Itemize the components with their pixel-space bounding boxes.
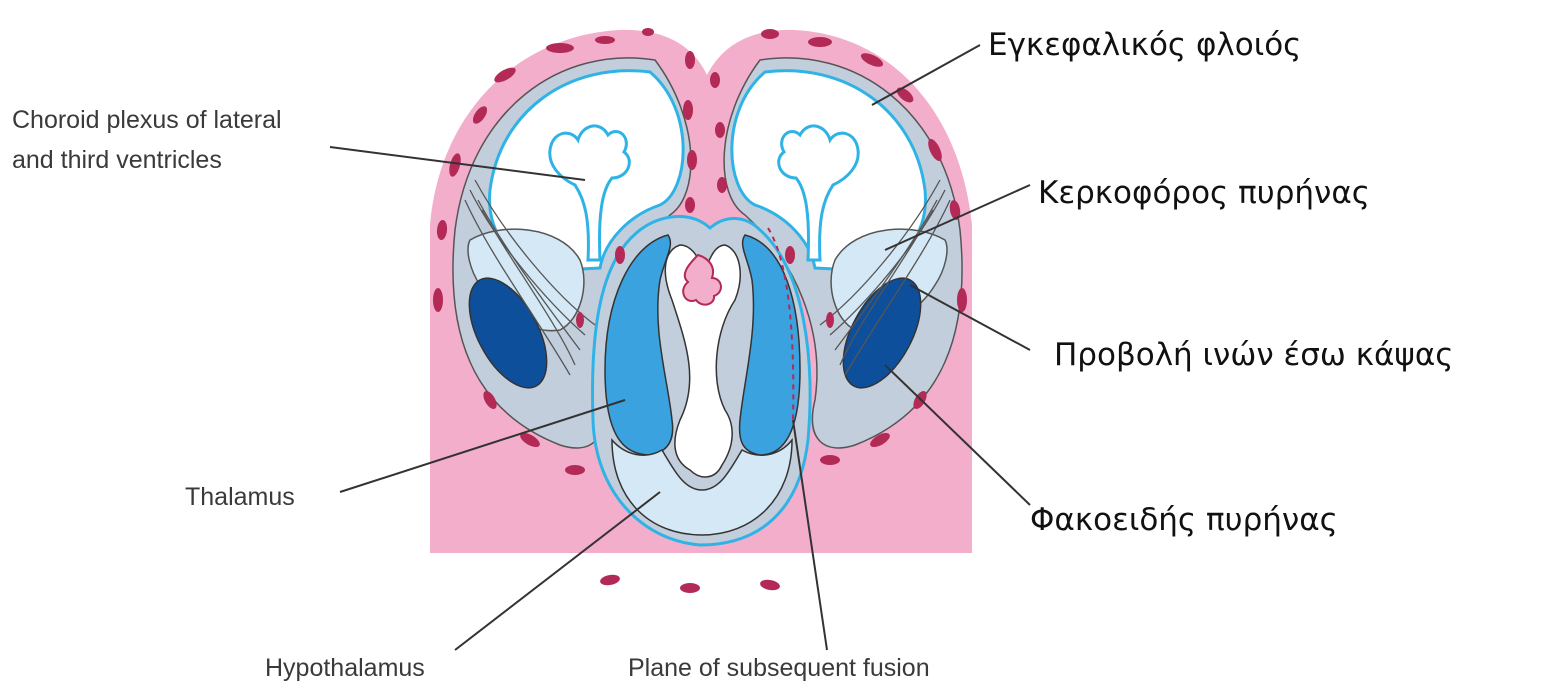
label-caudate-nucleus: Κερκοφόρος πυρήνας xyxy=(1038,175,1370,211)
label-cerebral-cortex: Εγκεφαλικός φλοιός xyxy=(988,27,1301,63)
label-choroid-plexus-line1: Choroid plexus of lateral xyxy=(12,106,282,134)
label-thalamus: Thalamus xyxy=(185,483,295,511)
label-internal-capsule: Προβολή ινών έσω κάψας xyxy=(1054,337,1454,373)
label-lentiform-nucleus: Φακοειδής πυρήνας xyxy=(1030,502,1338,538)
label-plane-of-fusion: Plane of subsequent fusion xyxy=(628,654,930,682)
label-hypothalamus: Hypothalamus xyxy=(265,654,425,682)
label-choroid-plexus-line2: and third ventricles xyxy=(12,146,222,174)
